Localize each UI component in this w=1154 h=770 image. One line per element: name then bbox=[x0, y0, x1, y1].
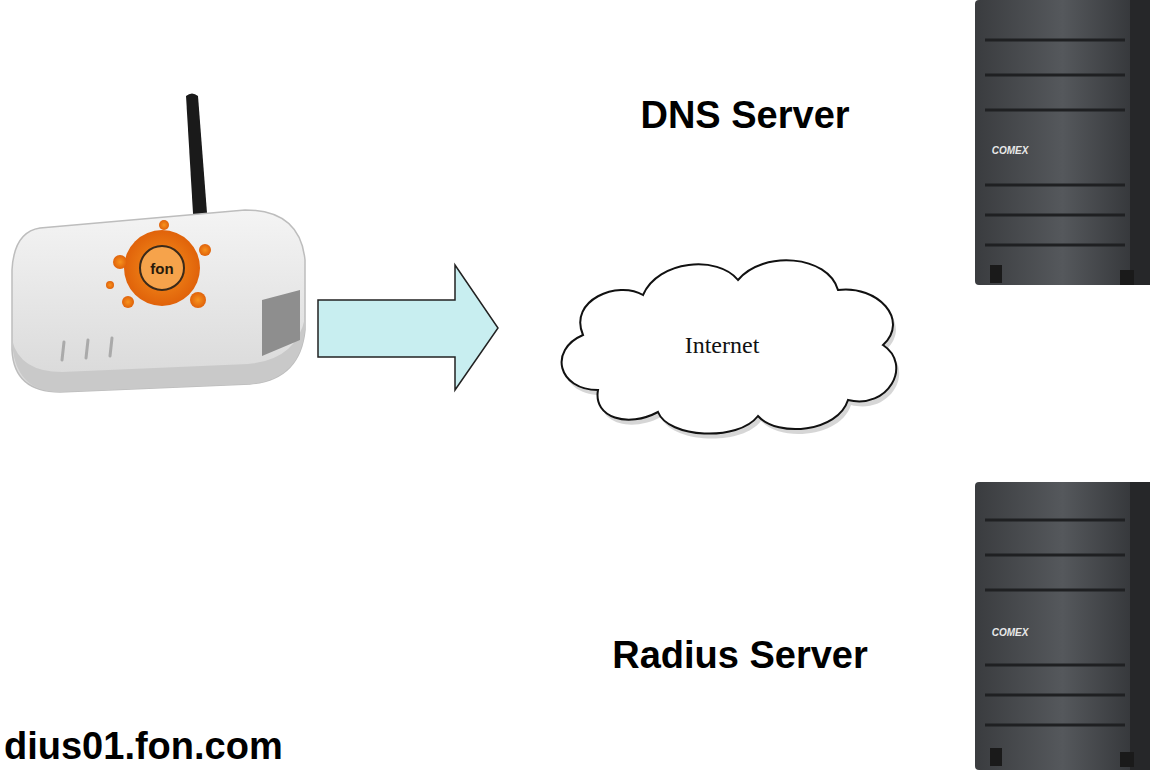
server-tower bbox=[975, 0, 1150, 285]
brand-text: COMEX bbox=[992, 627, 1029, 638]
brand-text: COMEX bbox=[992, 145, 1029, 156]
hostname-label: dius01.fon.com bbox=[4, 725, 283, 768]
node-text: Internet bbox=[685, 332, 760, 359]
logo-text: fon bbox=[150, 260, 173, 277]
server-tower bbox=[975, 482, 1150, 770]
server-label: Radius Server bbox=[612, 634, 868, 677]
server-label: DNS Server bbox=[640, 94, 849, 137]
block-arrow bbox=[318, 265, 498, 390]
router-illustration bbox=[12, 94, 305, 393]
cloud-node: Internet bbox=[538, 240, 918, 450]
